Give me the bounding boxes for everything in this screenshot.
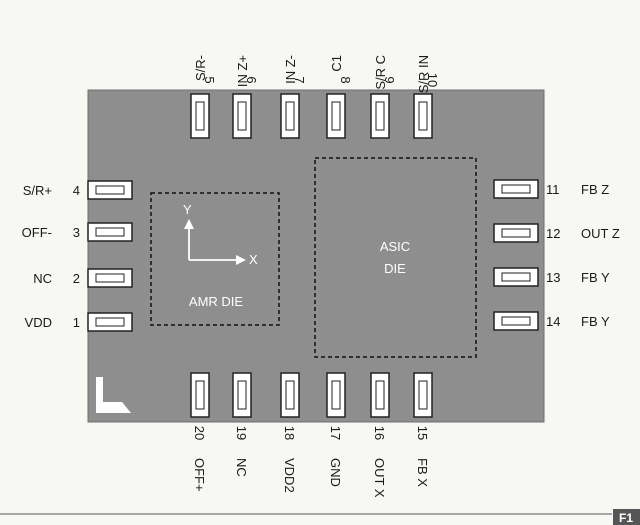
pad-top-8 [326, 93, 346, 139]
asic-die-label-line2: DIE [384, 261, 406, 276]
amr-die [150, 192, 280, 326]
pin-number-17: 17 [328, 426, 343, 440]
pin-number-18: 18 [282, 426, 297, 440]
axis-arrows [184, 219, 246, 265]
pad-left-4 [87, 180, 133, 200]
pin-number-8: 8 [338, 76, 353, 83]
pin1-corner-marker [96, 377, 131, 413]
pin-number-1: 1 [73, 315, 80, 330]
pin-label-14: FB Y [581, 314, 610, 329]
pin-label-18: VDD2 [282, 458, 297, 493]
pin-label-17: GND [328, 458, 343, 487]
pad-bottom-19 [232, 372, 252, 418]
pad-right-11-inner [501, 184, 531, 194]
pin-label-9: S/R C [373, 55, 388, 90]
pin-number-4: 4 [73, 183, 80, 198]
pin-label-12: OUT Z [581, 226, 620, 241]
pin-number-20: 20 [192, 426, 207, 440]
pad-left-1-inner [95, 317, 125, 327]
pad-top-6 [232, 93, 252, 139]
figure-label-box [613, 509, 640, 525]
asic-die-label-line1: ASIC [380, 239, 410, 254]
pad-bottom-15 [413, 372, 433, 418]
pad-bottom-18-inner [285, 380, 295, 410]
pad-top-8-inner [331, 101, 341, 131]
pad-top-5-inner [195, 101, 205, 131]
pad-right-11 [493, 179, 539, 199]
pad-right-12-inner [501, 228, 531, 238]
pad-right-13 [493, 267, 539, 287]
pin-number-6: 6 [244, 76, 259, 83]
pad-top-7 [280, 93, 300, 139]
pin-number-13: 13 [546, 270, 560, 285]
pad-top-9 [370, 93, 390, 139]
pad-left-3-inner [95, 227, 125, 237]
pad-right-14-inner [501, 316, 531, 326]
pad-bottom-19-inner [237, 380, 247, 410]
pad-top-9-inner [375, 101, 385, 131]
pad-left-2 [87, 268, 133, 288]
pin-number-14: 14 [546, 314, 560, 329]
pin-number-9: 9 [382, 76, 397, 83]
pin-number-7: 7 [292, 76, 307, 83]
pin-label-13: FB Y [581, 270, 610, 285]
pin-number-12: 12 [546, 226, 560, 241]
pad-top-10-inner [418, 101, 428, 131]
pad-bottom-16-inner [375, 380, 385, 410]
pin-number-11: 11 [546, 182, 560, 197]
pin-number-3: 3 [73, 225, 80, 240]
pad-bottom-17-inner [331, 380, 341, 410]
pad-bottom-16 [370, 372, 390, 418]
pin-label-5: S/R- [193, 55, 208, 81]
pin-label-15: FB X [415, 458, 430, 487]
pin-label-10: S/R IN [416, 55, 431, 93]
pad-bottom-15-inner [418, 380, 428, 410]
pin-label-20: OFF+ [192, 458, 207, 492]
pin-number-10: 10 [425, 73, 440, 87]
pad-bottom-18 [280, 372, 300, 418]
pad-left-4-inner [95, 185, 125, 195]
pin-number-15: 15 [415, 426, 430, 440]
pin-label-11: FB Z [581, 182, 609, 197]
pad-top-5 [190, 93, 210, 139]
pin-label-1: VDD [25, 315, 52, 330]
pad-bottom-20-inner [195, 380, 205, 410]
pin-number-19: 19 [234, 426, 249, 440]
pad-right-12 [493, 223, 539, 243]
pad-bottom-17 [326, 372, 346, 418]
pin-label-8: C1 [329, 55, 344, 72]
figure-label: F1 [619, 511, 633, 525]
pin-number-2: 2 [73, 271, 80, 286]
pin-label-2: NC [33, 271, 52, 286]
pad-top-10 [413, 93, 433, 139]
axis-x-label: X [249, 252, 258, 267]
pin-number-5: 5 [202, 76, 217, 83]
pin-label-16: OUT X [372, 458, 387, 498]
pad-right-14 [493, 311, 539, 331]
pad-bottom-20 [190, 372, 210, 418]
pad-top-7-inner [285, 101, 295, 131]
pins-layer: 5S/R- 6IN Z+ 7IN Z- 8 C1 9S/R C 10S/R IN 20OFF+… [22, 55, 620, 498]
pin-number-16: 16 [372, 426, 387, 440]
package-body [87, 89, 545, 423]
pad-left-2-inner [95, 273, 125, 283]
asic-die [314, 157, 477, 358]
pin-label-19: NC [234, 458, 249, 477]
axis-y-label: Y [183, 202, 192, 217]
pad-left-3 [87, 222, 133, 242]
pin-label-4: S/R+ [23, 183, 52, 198]
pin-label-3: OFF- [22, 225, 52, 240]
pin-label-7: IN Z- [283, 55, 298, 84]
pin-label-6: IN Z+ [235, 55, 250, 87]
amr-die-label: AMR DIE [189, 294, 244, 309]
pad-right-13-inner [501, 272, 531, 282]
pad-left-1 [87, 312, 133, 332]
pad-top-6-inner [237, 101, 247, 131]
